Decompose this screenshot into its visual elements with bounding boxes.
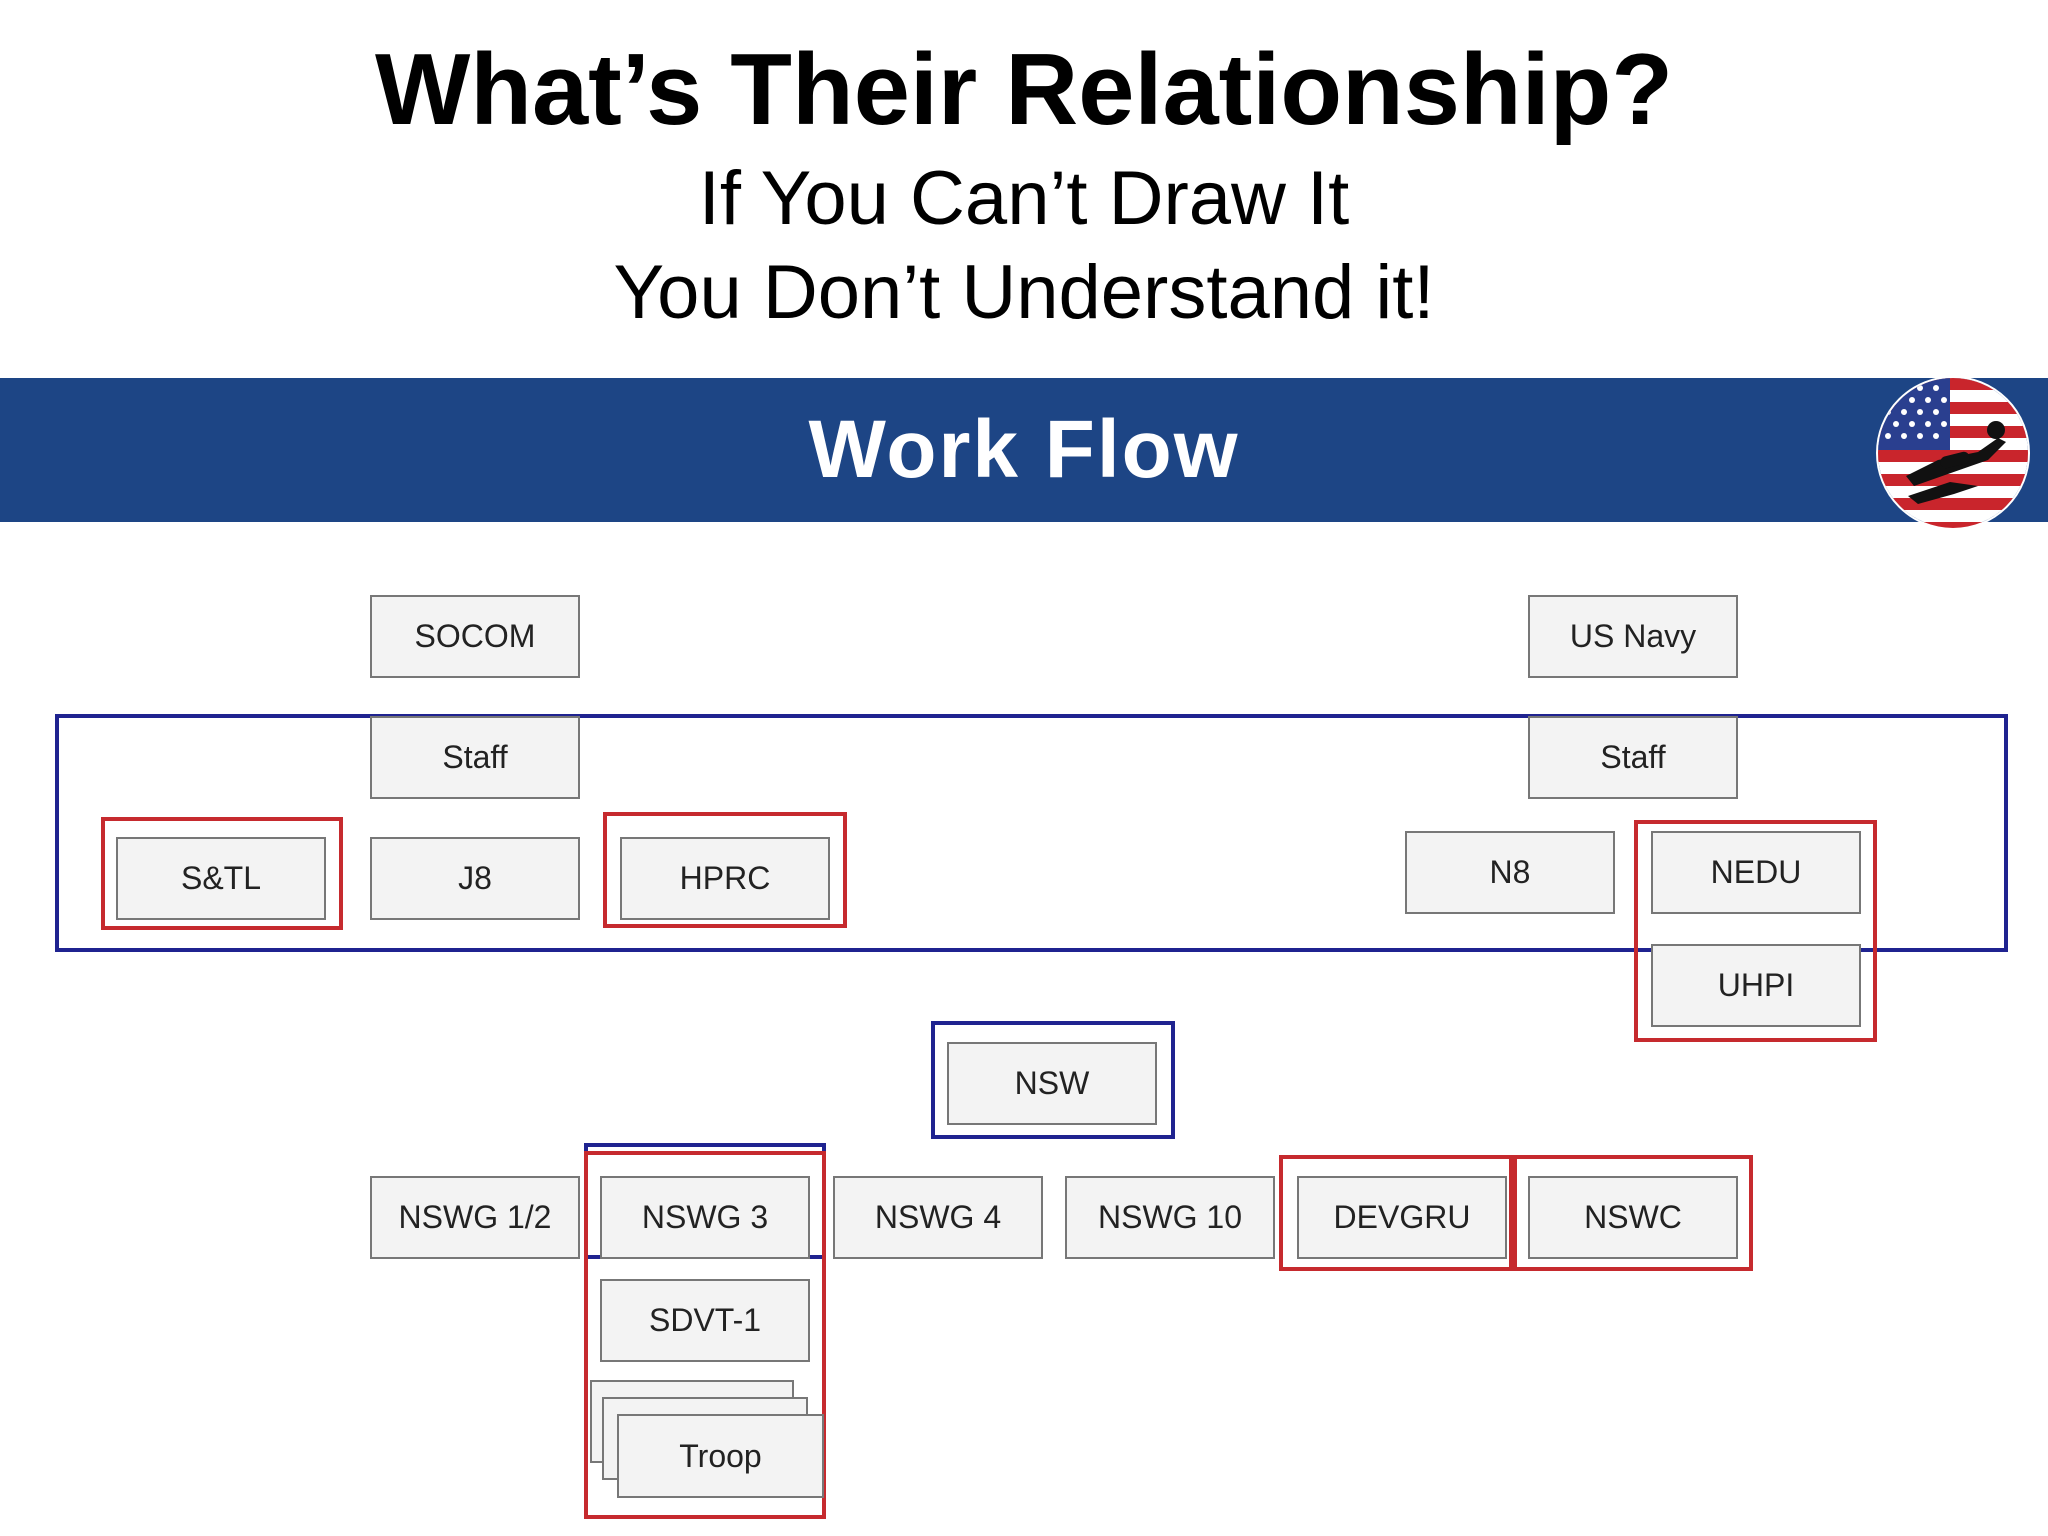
nswg-3-box: NSWG 3 — [600, 1176, 810, 1259]
slide-title: What’s Their Relationship? — [374, 34, 1674, 146]
st-l-highlight-frame — [101, 817, 343, 930]
hprc-highlight-frame — [603, 812, 847, 928]
uhpi-box: UHPI — [1651, 944, 1861, 1027]
sdvt-1-box: SDVT-1 — [600, 1279, 810, 1362]
nswc-box: NSWC — [1528, 1176, 1738, 1259]
us-navy-box: US Navy — [1528, 595, 1738, 678]
nswg-3-unit-highlight-frame — [584, 1151, 826, 1519]
work-flow-banner: Work Flow — [0, 378, 2048, 522]
nsw-highlight-frame — [931, 1021, 1175, 1139]
hprc-box: HPRC — [620, 837, 830, 920]
devgru-box: DEVGRU — [1297, 1176, 1507, 1259]
slide-subtitle-line-2: You Don’t Understand it! — [613, 250, 1435, 335]
headquarters-staff-group-frame — [55, 714, 2008, 952]
navy-staff-box: Staff — [1528, 716, 1738, 799]
nswg-1-2-box: NSWG 1/2 — [370, 1176, 580, 1259]
socom-staff-box: Staff — [370, 716, 580, 799]
slide-subtitle-line-1: If You Can’t Draw It — [698, 156, 1350, 241]
troop-box: Troop — [617, 1414, 824, 1498]
nsw-box: NSW — [947, 1042, 1157, 1125]
nswc-highlight-frame — [1513, 1155, 1753, 1271]
n8-box: N8 — [1405, 831, 1615, 914]
devgru-highlight-frame — [1279, 1155, 1513, 1271]
nswg-10-box: NSWG 10 — [1065, 1176, 1275, 1259]
nedu-uhpi-highlight-frame — [1634, 820, 1877, 1042]
socom-box: SOCOM — [370, 595, 580, 678]
banner-title: Work Flow — [808, 404, 1240, 495]
st-l-box: S&TL — [116, 837, 326, 920]
j8-box: J8 — [370, 837, 580, 920]
nedu-box: NEDU — [1651, 831, 1861, 914]
flag-diver-icon — [1876, 376, 2030, 530]
nswg-4-box: NSWG 4 — [833, 1176, 1043, 1259]
